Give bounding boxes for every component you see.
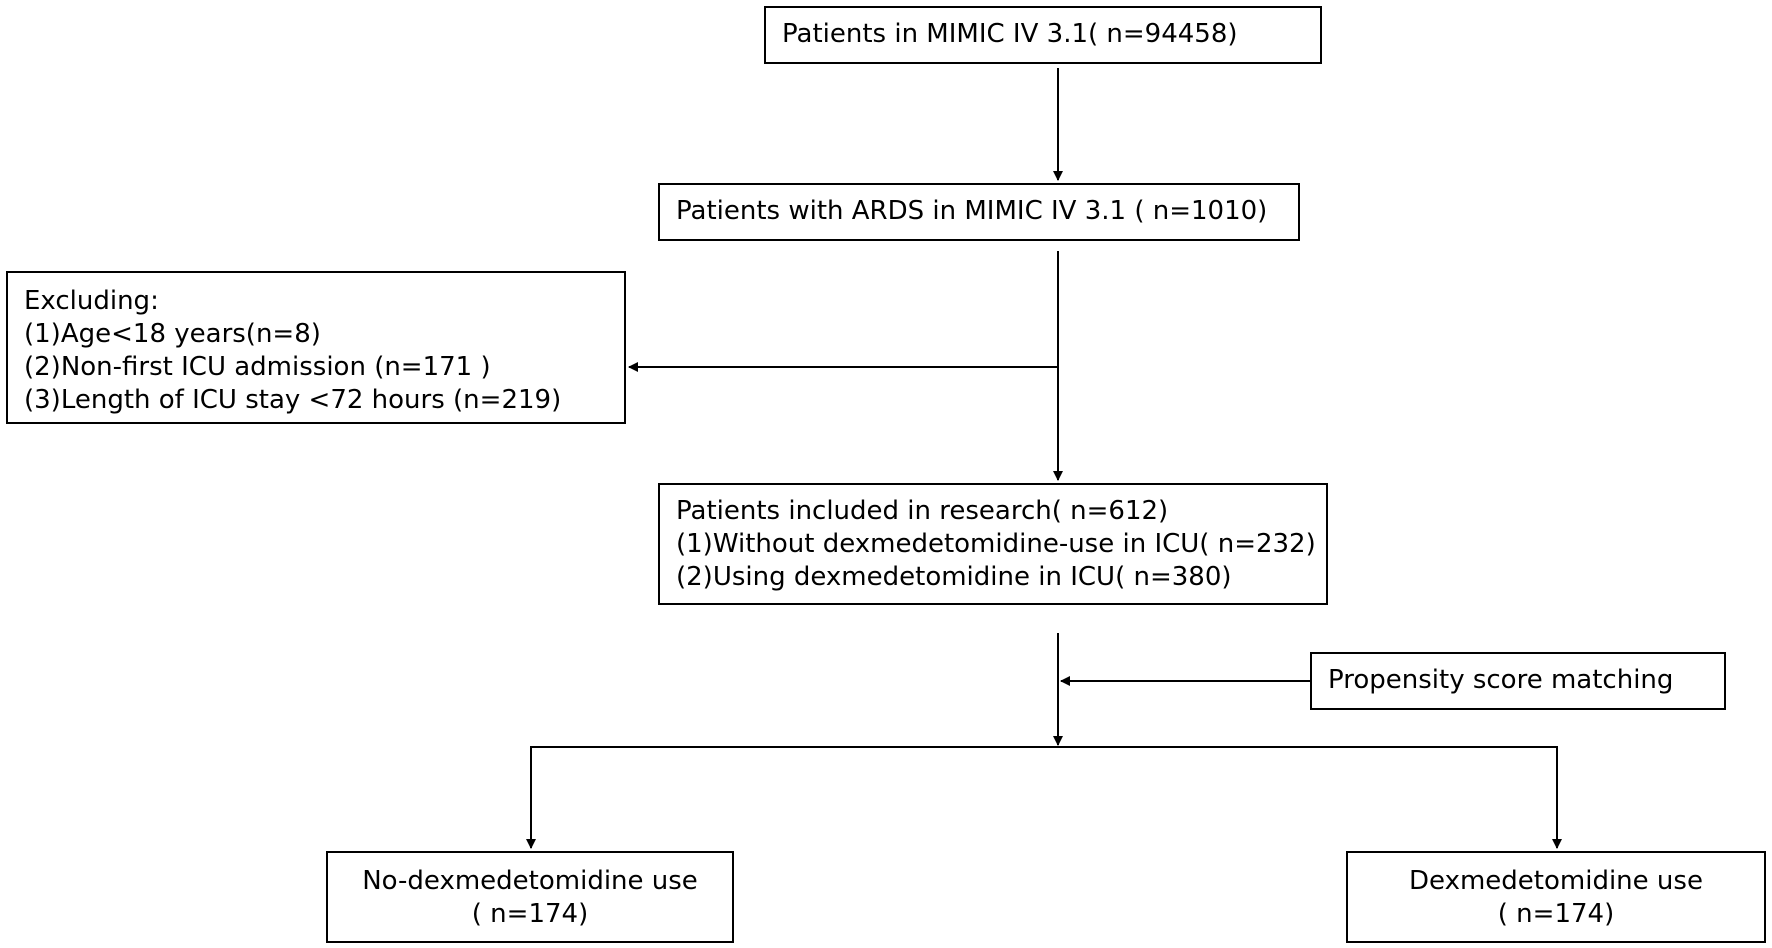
dex-group-label: Dexmedetomidine use: [1409, 866, 1703, 896]
exclusion-criteria-box: Excluding: (1)Age<18 years(n=8) (2)Non-f…: [6, 271, 626, 424]
exclusion-item-non-first-admission: (2)Non-first ICU admission (n=171 ): [24, 352, 491, 382]
included-patients-box: Patients included in research( n=612) (1…: [658, 483, 1328, 605]
exclusion-heading: Excluding:: [24, 286, 159, 316]
propensity-matching-box: Propensity score matching: [1310, 652, 1726, 710]
total-patients-text: Patients in MIMIC IV 3.1( n=94458): [782, 19, 1238, 49]
no-dex-group-label: No-dexmedetomidine use: [362, 866, 698, 896]
dex-group-count: ( n=174): [1497, 899, 1615, 929]
exclusion-item-icu-stay: (3)Length of ICU stay <72 hours (n=219): [24, 385, 562, 415]
included-heading: Patients included in research( n=612): [676, 496, 1169, 526]
propensity-matching-text: Propensity score matching: [1328, 665, 1674, 695]
included-item-using-dex: (2)Using dexmedetomidine in ICU( n=380): [676, 562, 1232, 592]
ards-patients-text: Patients with ARDS in MIMIC IV 3.1 ( n=1…: [676, 196, 1268, 226]
exclusion-item-age: (1)Age<18 years(n=8): [24, 319, 321, 349]
included-item-without-dex: (1)Without dexmedetomidine-use in ICU( n…: [676, 529, 1316, 559]
no-dex-group-count: ( n=174): [471, 899, 589, 929]
no-dex-group-box: No-dexmedetomidine use ( n=174): [326, 851, 734, 943]
dex-group-box: Dexmedetomidine use ( n=174): [1346, 851, 1766, 943]
total-patients-box: Patients in MIMIC IV 3.1( n=94458): [764, 6, 1322, 64]
ards-patients-box: Patients with ARDS in MIMIC IV 3.1 ( n=1…: [658, 183, 1300, 241]
